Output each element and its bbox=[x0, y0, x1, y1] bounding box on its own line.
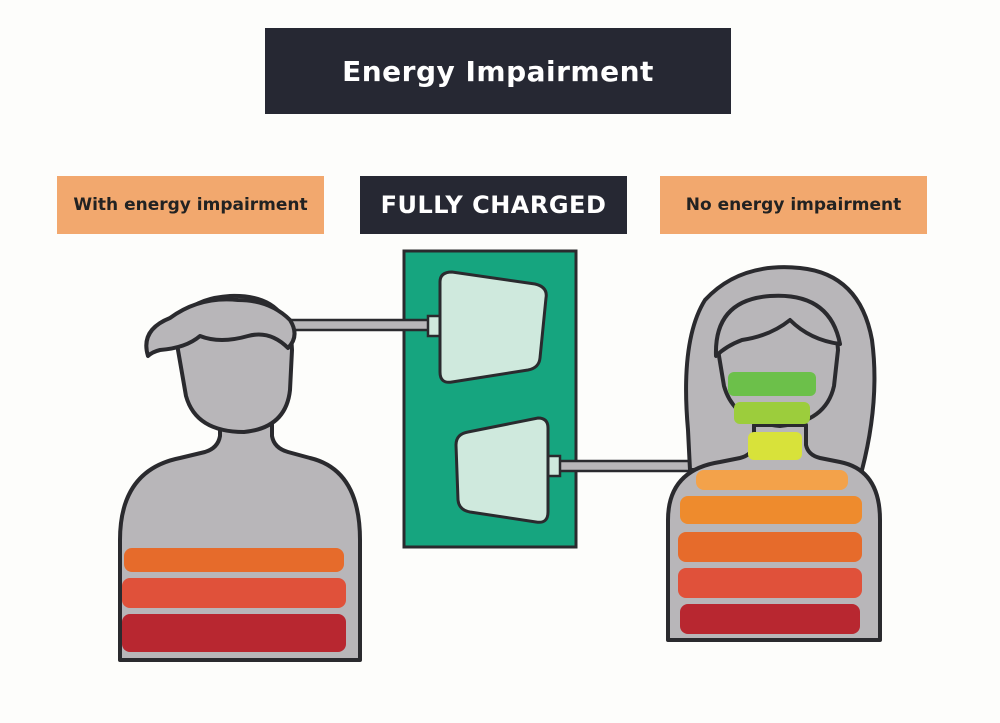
energy-bar-woman-3 bbox=[748, 432, 802, 460]
energy-bar-woman-7 bbox=[678, 568, 862, 598]
energy-bar-man-2 bbox=[122, 578, 346, 608]
energy-bar-woman-5 bbox=[680, 496, 862, 524]
energy-bar-woman-8 bbox=[680, 604, 860, 634]
diagram-title: Energy Impairment bbox=[265, 28, 731, 114]
label-no-impairment: No energy impairment bbox=[660, 176, 927, 234]
energy-bar-woman-2 bbox=[734, 402, 810, 424]
label-fully-charged: FULLY CHARGED bbox=[360, 176, 627, 234]
person-with-impairment bbox=[118, 293, 362, 662]
energy-bar-man-3 bbox=[122, 614, 346, 652]
person-no-impairment bbox=[666, 265, 882, 642]
energy-bar-man-1 bbox=[124, 548, 344, 572]
bottom-plug bbox=[454, 416, 730, 524]
energy-bar-woman-4 bbox=[696, 470, 848, 490]
energy-bar-woman-1 bbox=[728, 372, 816, 396]
label-with-impairment: With energy impairment bbox=[57, 176, 324, 234]
energy-bar-woman-6 bbox=[678, 532, 862, 562]
